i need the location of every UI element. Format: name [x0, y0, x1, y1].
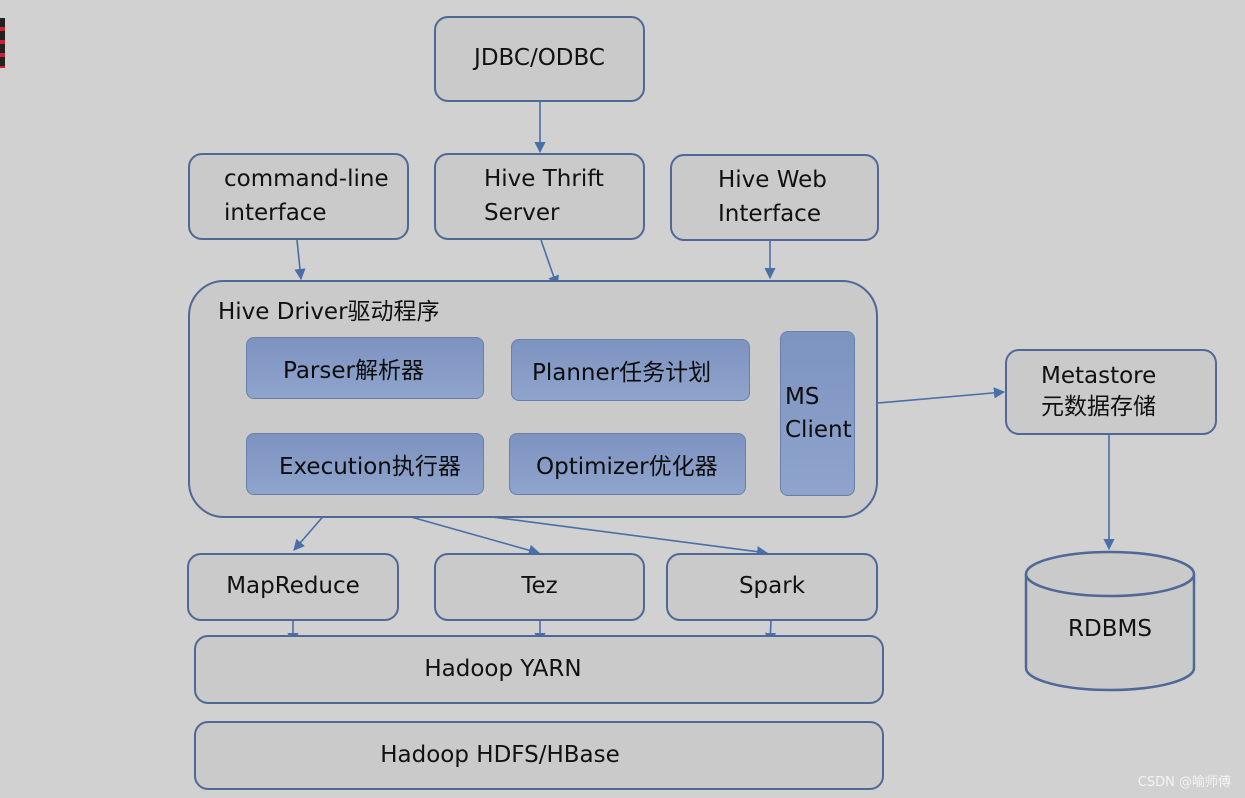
- parser-box: Parser解析器: [246, 337, 484, 399]
- metastore-label: Metastore 元数据存储: [1041, 362, 1157, 420]
- optimizer-box: Optimizer优化器: [509, 433, 746, 495]
- command-line-interface-label: command-line interface: [224, 166, 389, 226]
- tez-label: Tez: [521, 573, 558, 600]
- rdbms-label: RDBMS: [1068, 616, 1152, 642]
- jdbc-odbc-box: JDBC/ODBC: [434, 16, 645, 102]
- hadoop-yarn-label: Hadoop YARN: [424, 655, 582, 682]
- command-line-interface-box: command-line interface: [188, 153, 409, 240]
- hadoop-hdfs-hbase-box: Hadoop HDFS/HBase: [194, 721, 884, 790]
- arrow-thrift-driver: [540, 239, 559, 288]
- corner-mark: [0, 18, 5, 68]
- hadoop-yarn-box: Hadoop YARN: [194, 635, 884, 704]
- rdbms-cylinder: [1024, 550, 1196, 692]
- mapreduce-box: MapReduce: [187, 553, 399, 621]
- planner-label: Planner任务计划: [532, 360, 712, 386]
- hive-web-interface-box: Hive Web Interface: [670, 154, 879, 241]
- execution-box: Execution执行器: [246, 433, 484, 495]
- ms-client-box: MS Client: [780, 331, 855, 496]
- metastore-box: Metastore 元数据存储: [1005, 349, 1217, 435]
- mapreduce-label: MapReduce: [226, 573, 360, 600]
- jdbc-odbc-label: JDBC/ODBC: [474, 45, 605, 72]
- optimizer-label: Optimizer优化器: [536, 454, 718, 480]
- tez-box: Tez: [434, 553, 645, 621]
- hive-web-interface-label: Hive Web Interface: [718, 167, 827, 227]
- parser-label: Parser解析器: [283, 358, 424, 384]
- hive-thrift-server-label: Hive Thrift Server: [484, 166, 604, 226]
- watermark: CSDN @喻师傅: [1137, 775, 1231, 790]
- arrow-cli-driver: [294, 239, 306, 281]
- spark-box: Spark: [666, 553, 878, 621]
- hive-driver-title: Hive Driver驱动程序: [218, 299, 440, 325]
- execution-label: Execution执行器: [279, 454, 461, 480]
- ms-client-label: MS Client: [785, 384, 852, 443]
- spark-label: Spark: [738, 573, 806, 600]
- hive-thrift-server-box: Hive Thrift Server: [434, 153, 645, 240]
- arrow-msclient-metastore: [854, 387, 1006, 406]
- planner-box: Planner任务计划: [511, 339, 750, 401]
- hadoop-hdfs-hbase-label: Hadoop HDFS/HBase: [380, 741, 620, 768]
